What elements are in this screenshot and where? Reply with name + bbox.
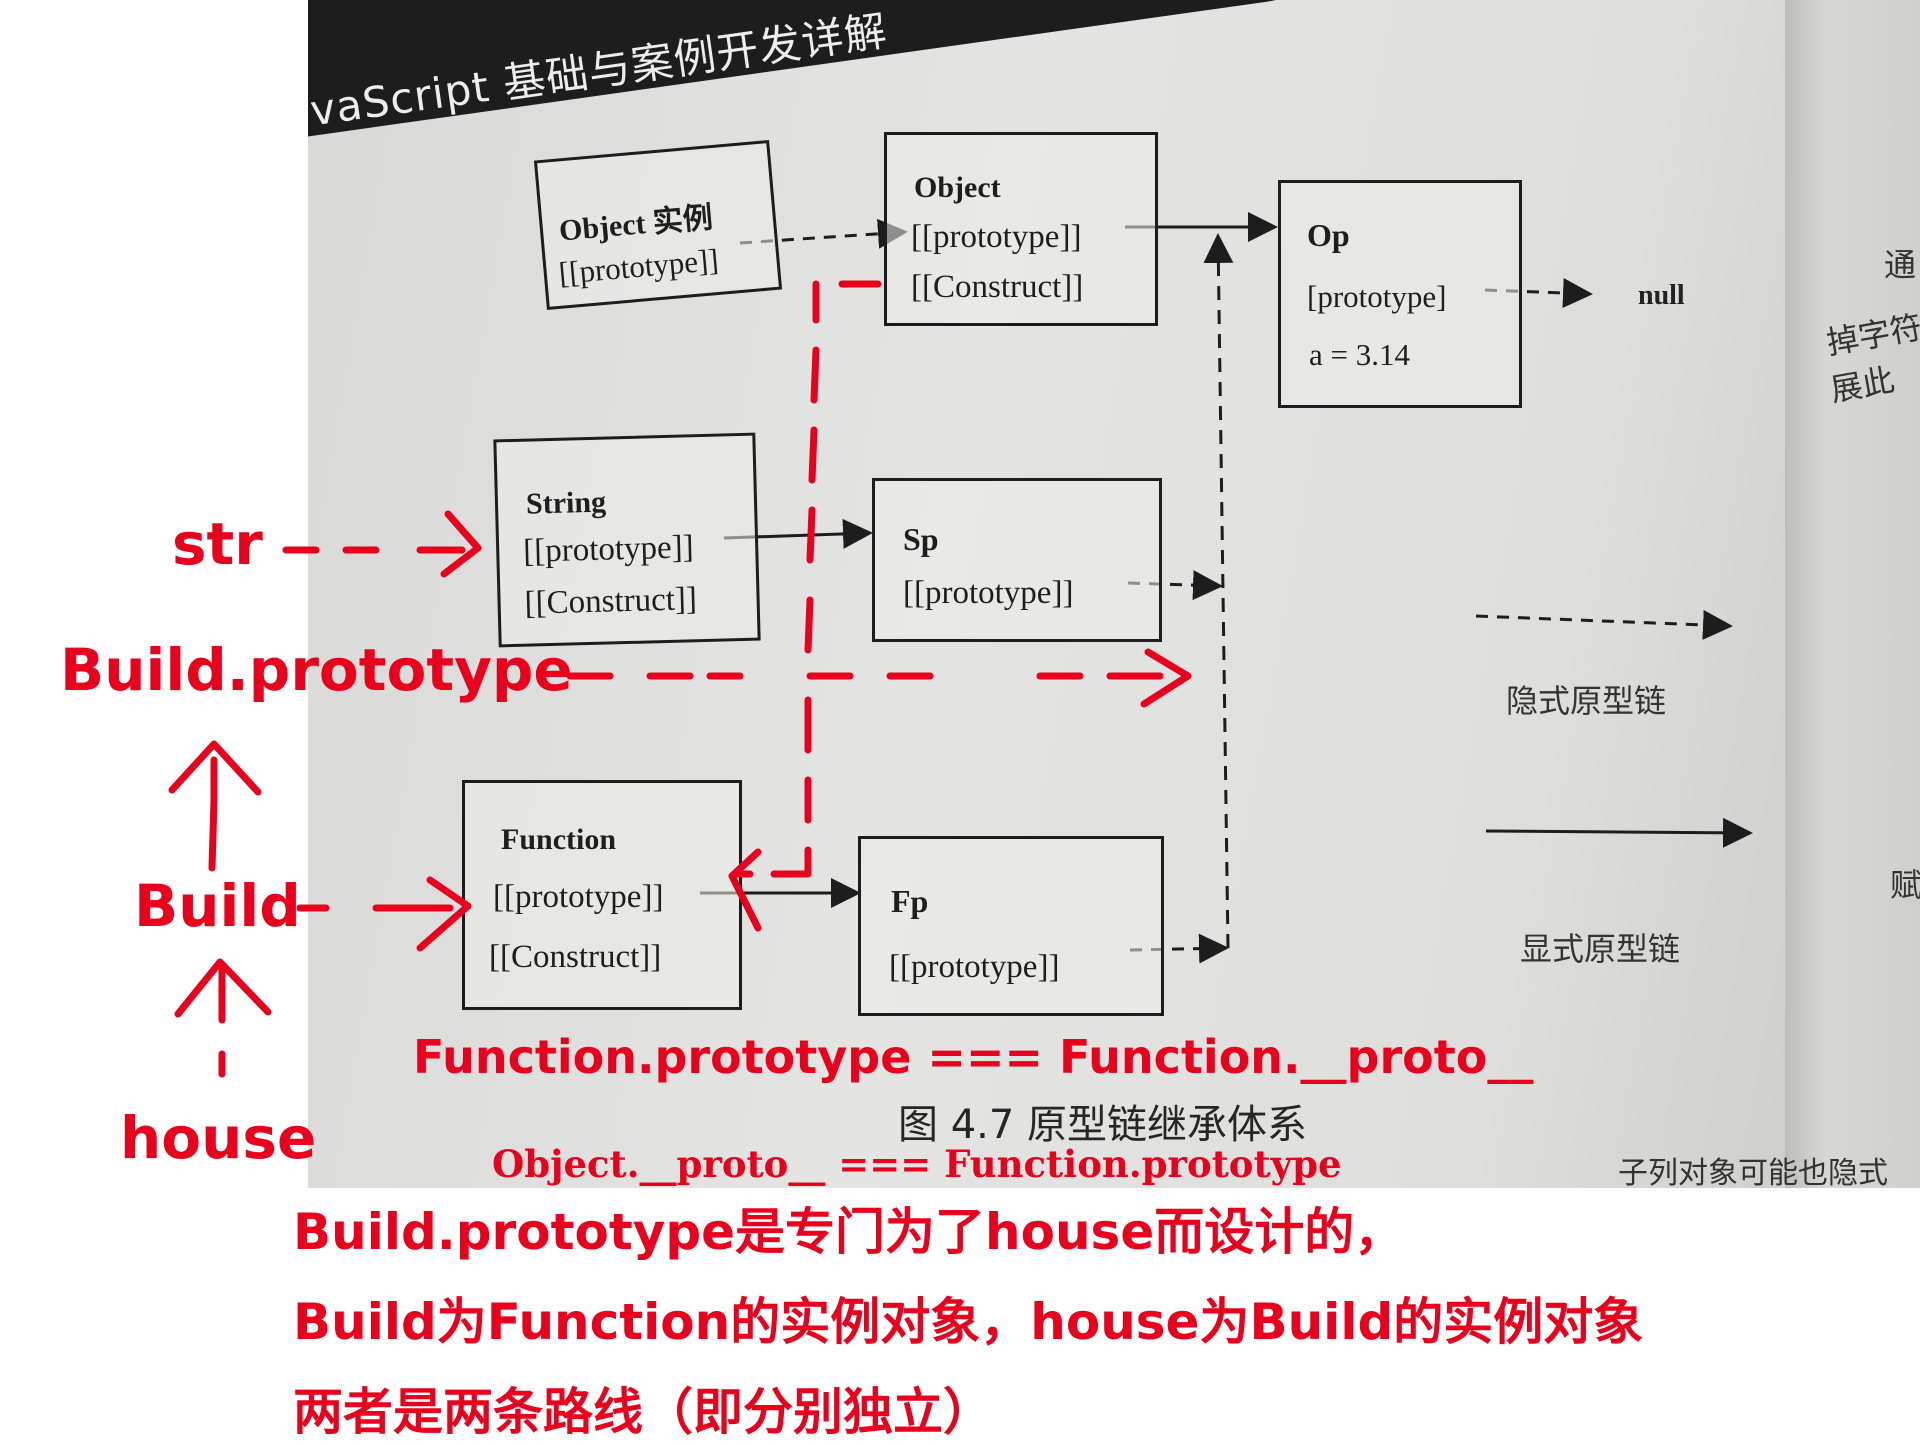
note-line-2: Build为Function的实例对象，house为Build的实例对象 [293, 1293, 1644, 1351]
annotation-build-prototype: Build.prototype [60, 636, 573, 704]
legend-explicit-label: 显式原型链 [1520, 931, 1681, 967]
box-fp: Fp [[prototype]] [858, 836, 1164, 1016]
box-op-line-2: a = 3.14 [1309, 337, 1410, 372]
annotation-str: str [172, 510, 263, 578]
box-function-title: Function [501, 823, 617, 856]
arrow-house-up-head [174, 958, 272, 1018]
box-sp-title: Sp [903, 521, 939, 557]
box-function-line-2: [[Construct]] [489, 939, 662, 975]
box-object: Object [[prototype]] [[Construct]] [884, 132, 1158, 326]
arrow-buildproto-long-head [1140, 648, 1192, 708]
box-sp: Sp [[prototype]] [872, 478, 1162, 642]
page-cutoff-text: 子列对象可能也隐式 [1618, 1156, 1888, 1191]
annotation-object-proto-equation: Object.__proto__ === Function.prototype [492, 1142, 1342, 1186]
annotation-function-prototype-equation: Function.prototype === Function.__proto_… [413, 1030, 1534, 1084]
arrow-fp-to-chain [1129, 933, 1229, 964]
figure-caption: 图 4.7 原型链继承体系 [898, 1102, 1308, 1148]
box-fp-line-1: [[prototype]] [889, 949, 1060, 985]
note-line-1: Build.prototype是专门为了house而设计的， [293, 1203, 1405, 1261]
box-object-line-2: [[Construct]] [911, 269, 1084, 305]
side-text-1: 通 [1884, 247, 1917, 283]
arrow-build-up [208, 756, 218, 872]
arrow-sp-to-chain [1127, 570, 1223, 601]
box-op-line-1: [prototype] [1307, 279, 1447, 314]
box-function: Function [[prototype]] [[Construct]] [462, 780, 742, 1010]
legend-explicit-arrow [1485, 817, 1753, 848]
annotation-house: house [120, 1104, 317, 1172]
box-object-line-1: [[prototype]] [911, 219, 1082, 255]
note-line-3: 两者是两条路线（即分别独立） [293, 1383, 993, 1441]
box-function-line-1: [[prototype]] [493, 879, 664, 915]
box-op-title: Op [1307, 217, 1350, 253]
box-fp-title: Fp [891, 883, 929, 919]
box-op: Op [prototype] a = 3.14 [1278, 180, 1522, 408]
box-object-title: Object [914, 171, 1001, 204]
annotation-build: Build [134, 872, 301, 940]
side-text-4: 赋 [1890, 867, 1920, 903]
arrow-op-to-null [1484, 277, 1593, 308]
arrow-build-up-head [168, 740, 262, 796]
next-page-edge [1785, 0, 1920, 1188]
legend-implicit-arrow [1475, 609, 1733, 640]
box-sp-line-1: [[prototype]] [903, 575, 1074, 611]
null-label: null [1638, 280, 1685, 311]
arrow-build-to-function-head [416, 876, 472, 952]
route-object-to-function-head [728, 848, 762, 932]
route-object-to-function [732, 280, 882, 878]
arrow-str-to-string-head [440, 510, 482, 578]
legend-implicit-label: 隐式原型链 [1506, 683, 1667, 719]
